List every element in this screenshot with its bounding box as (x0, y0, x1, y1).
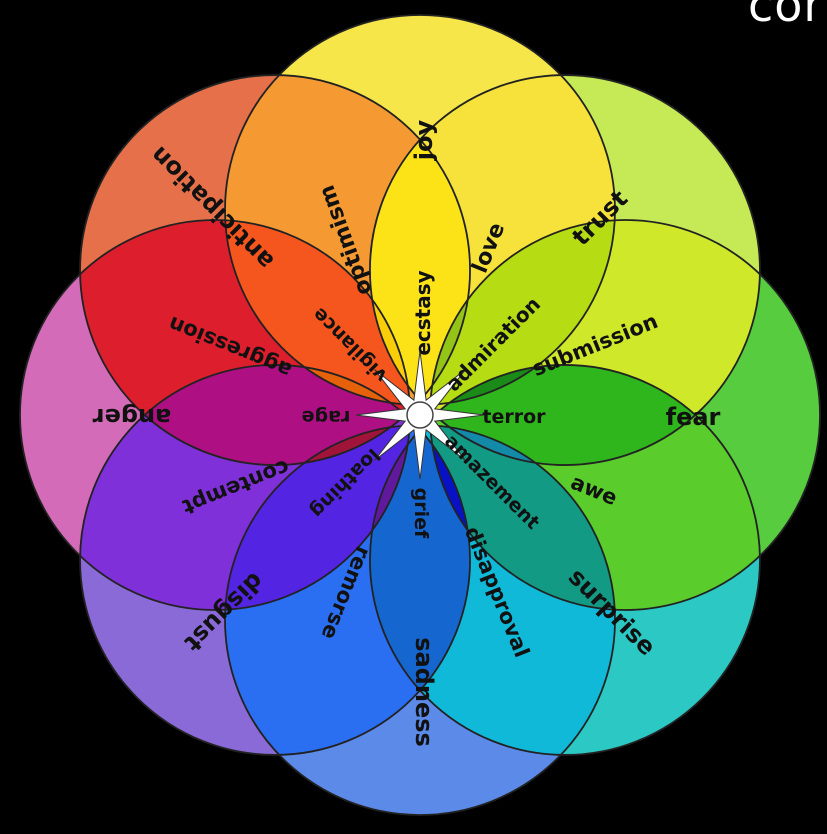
corner-text: cor (748, 0, 823, 32)
label-rage: rage (302, 406, 351, 428)
label-sadness: sadness (410, 637, 438, 747)
label-grief: grief (410, 488, 432, 539)
center-circle (407, 402, 433, 428)
label-fear: fear (666, 403, 721, 431)
label-anger: anger (93, 403, 172, 431)
label-joy: joy (410, 119, 438, 161)
label-ecstasy: ecstasy (411, 270, 435, 355)
label-terror: terror (482, 406, 546, 428)
